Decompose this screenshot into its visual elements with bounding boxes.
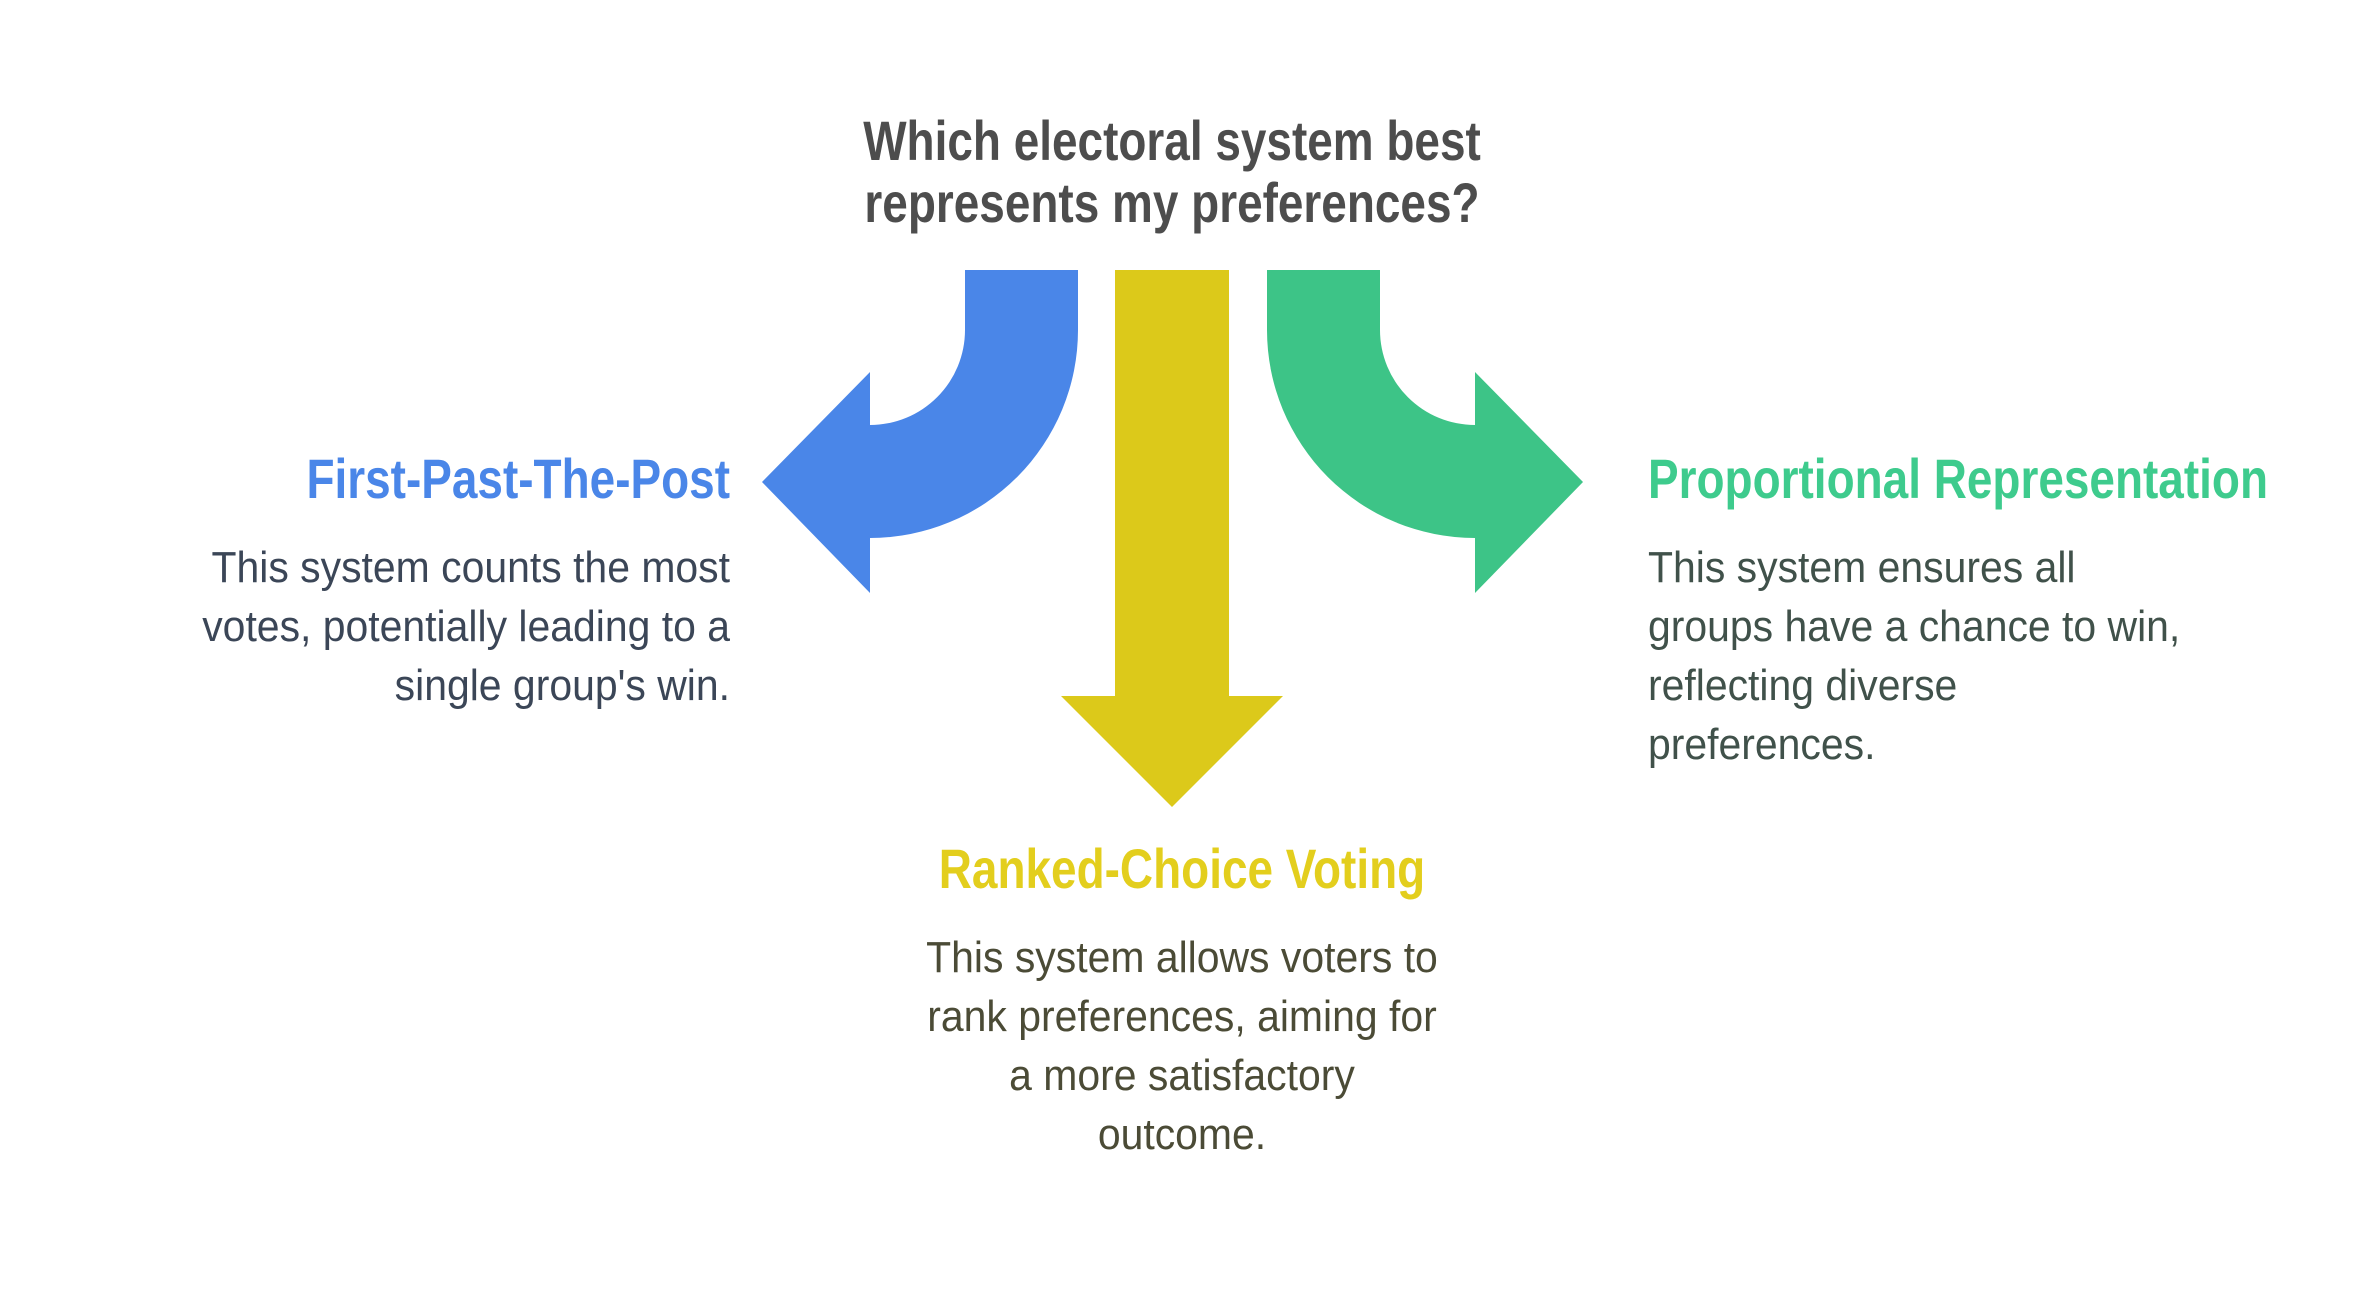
arrow-down-icon <box>1061 270 1283 807</box>
rcv-description-line: This system allows voters to <box>926 933 1438 982</box>
pr-description-line: This system ensures all <box>1648 543 2076 592</box>
rcv-description-line: rank preferences, aiming for <box>927 992 1437 1041</box>
pr-description-line: groups have a chance to win, <box>1648 602 2181 651</box>
fptp-description: This system counts the most votes, poten… <box>79 538 730 715</box>
fptp-description-line: single group's win. <box>394 661 730 710</box>
fptp-description-line: This system counts the most <box>211 543 730 592</box>
pr-label: Proportional Representation <box>1648 447 2268 510</box>
fptp-description-line: votes, potentially leading to a <box>202 602 731 651</box>
diagram-title: Which electoral system best represents m… <box>828 110 1517 234</box>
pr-description: This system ensures all groups have a ch… <box>1648 538 2299 774</box>
pr-description-line: preferences. <box>1648 720 1876 769</box>
rcv-description-line: outcome. <box>1097 1110 1267 1159</box>
fptp-label: First-Past-The-Post <box>306 447 730 510</box>
title-line-2: represents my preferences? <box>864 171 1480 234</box>
curved-arrow-right-icon <box>1267 270 1583 593</box>
title-line-1: Which electoral system best <box>863 109 1481 172</box>
rcv-label: Ranked-Choice Voting <box>938 837 1426 900</box>
pr-description-line: reflecting diverse <box>1648 661 1958 710</box>
rcv-description-line: a more satisfactory <box>1009 1051 1355 1100</box>
curved-arrow-left-icon <box>762 270 1078 593</box>
rcv-description: This system allows voters to rank prefer… <box>801 928 1564 1164</box>
